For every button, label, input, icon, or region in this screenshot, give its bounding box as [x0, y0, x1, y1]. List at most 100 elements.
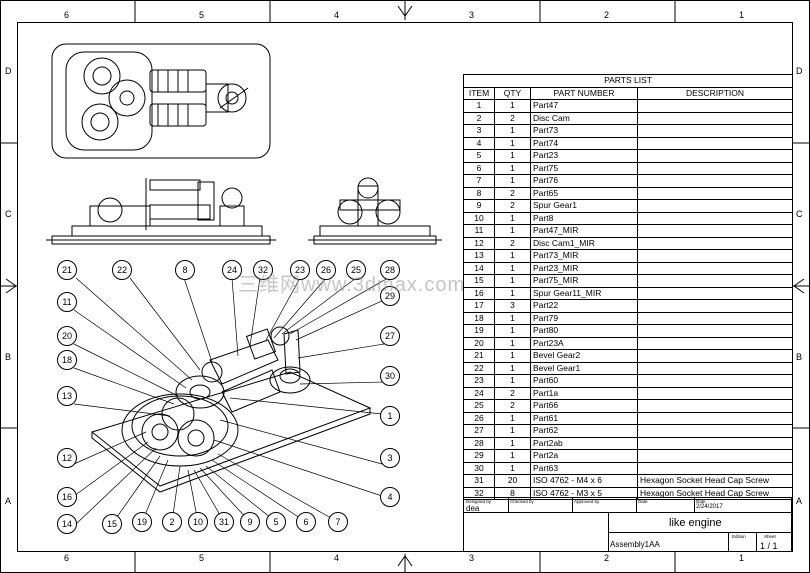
row-qty: 1	[494, 374, 531, 388]
callout-circle	[175, 260, 195, 280]
row-qty: 20	[494, 474, 531, 488]
row-description	[637, 361, 793, 375]
callout-number: 5	[273, 517, 278, 527]
callout-balloon: 8	[175, 260, 195, 280]
callout-number: 29	[385, 291, 395, 301]
row-qty: 1	[494, 436, 531, 450]
parts-list-title: PARTS LIST	[463, 74, 793, 88]
zone-right-B: B	[796, 352, 803, 362]
row-description	[637, 436, 793, 450]
callout-circle	[240, 512, 260, 532]
row-item: 10	[463, 211, 495, 225]
date-label-approved: Date	[638, 499, 648, 504]
callout-number: 1	[387, 411, 392, 421]
header-description: DESCRIPTION	[637, 86, 793, 100]
row-qty: 2	[494, 399, 531, 413]
row-item: 31	[463, 474, 495, 488]
row-part-number: ISO 4762 - M3 x 5	[530, 486, 638, 500]
callout-balloon: 32	[253, 260, 273, 280]
zone-bottom-3: 3	[469, 553, 475, 563]
zone-bottom-2: 2	[604, 553, 610, 563]
callout-circle	[102, 514, 122, 534]
row-description	[637, 124, 793, 138]
top-view	[51, 43, 271, 159]
row-part-number: Part22	[530, 299, 638, 313]
row-qty: 2	[494, 111, 531, 125]
callout-circle	[57, 350, 77, 370]
row-part-number: Part47_MIR	[530, 224, 638, 238]
sheet-label: Sheet	[764, 534, 776, 539]
row-item: 22	[463, 361, 495, 375]
callout-balloon: 2	[162, 512, 182, 532]
callout-number: 12	[62, 453, 72, 463]
callout-balloon: 12	[57, 448, 77, 468]
callout-circle	[57, 487, 77, 507]
row-qty: 1	[494, 99, 531, 113]
header-qty: QTY	[494, 86, 531, 100]
callout-circle	[57, 386, 77, 406]
row-part-number: Part47	[530, 99, 638, 113]
callout-number: 28	[385, 265, 395, 275]
callout-circle	[253, 260, 273, 280]
callout-number: 32	[258, 265, 268, 275]
callout-balloon: 27	[380, 326, 400, 346]
callout-number: 18	[62, 355, 72, 365]
row-part-number: Bevel Gear1	[530, 361, 638, 375]
row-part-number: Part73	[530, 124, 638, 138]
row-item: 13	[463, 249, 495, 263]
row-qty: 2	[494, 386, 531, 400]
callout-number: 13	[62, 391, 72, 401]
zone-top-2: 2	[604, 10, 610, 20]
date-label: Date	[696, 499, 706, 504]
callout-circle	[380, 286, 400, 306]
watermark: 三维网www.3dmax.com	[238, 274, 466, 296]
zone-bottom-1: 1	[739, 553, 745, 563]
callout-balloon: 29	[380, 286, 400, 306]
sheet-value: 1 / 1	[760, 541, 778, 551]
edition-label: Edition	[732, 534, 746, 539]
callout-circle	[296, 512, 316, 532]
zone-left-A: A	[5, 496, 12, 506]
drawing-title: like engine	[669, 517, 722, 529]
zone-top-1: 1	[739, 10, 745, 20]
callout-number: 9	[247, 517, 252, 527]
callout-balloon: 23	[290, 260, 310, 280]
callout-balloon: 15	[102, 514, 122, 534]
row-qty: 2	[494, 236, 531, 250]
callout-number: 10	[193, 517, 203, 527]
callout-number: 24	[227, 265, 237, 275]
callout-circle	[316, 260, 336, 280]
row-part-number: Disc Cam1_MIR	[530, 236, 638, 250]
callout-number: 26	[321, 265, 331, 275]
callout-balloon: 28	[380, 260, 400, 280]
callout-circle	[380, 366, 400, 386]
zone-left-C: C	[5, 209, 12, 219]
row-item: 4	[463, 136, 495, 150]
row-item: 28	[463, 436, 495, 450]
callout-number: 16	[62, 492, 72, 502]
zone-right-C: C	[796, 209, 803, 219]
row-description	[637, 111, 793, 125]
row-part-number: Part80	[530, 324, 638, 338]
callout-circle	[380, 326, 400, 346]
row-qty: 1	[494, 336, 531, 350]
callout-number: 4	[387, 492, 392, 502]
callout-balloon: 25	[346, 260, 366, 280]
row-description	[637, 324, 793, 338]
